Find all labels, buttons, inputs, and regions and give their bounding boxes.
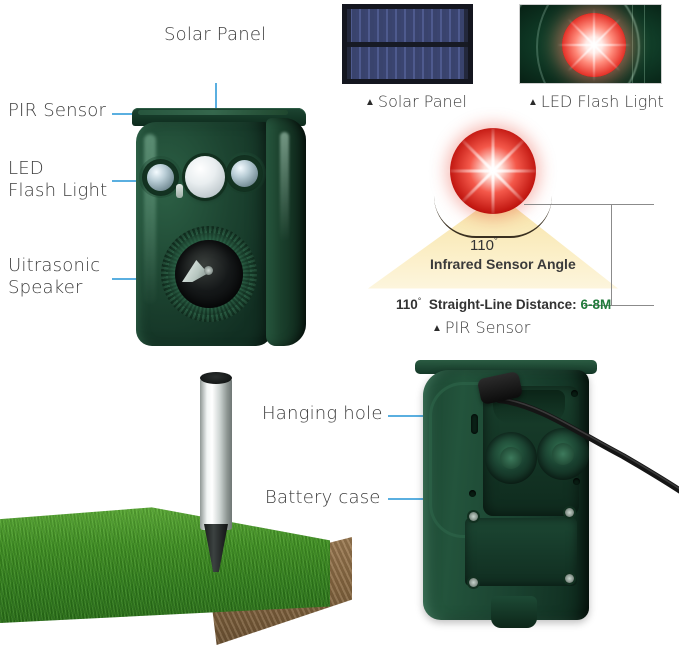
side-highlight: [280, 132, 289, 242]
bracket-top-line: [524, 204, 654, 206]
label-ultrasonic-speaker: Uitrasonic Speaker: [8, 255, 101, 298]
stake-ground-spike: [204, 524, 228, 572]
degree-symbol: °: [493, 236, 498, 247]
mount-hole-mid-left: [469, 490, 476, 497]
speaker-hub: [204, 266, 213, 275]
led-flash-right: [231, 160, 258, 187]
thumbnail-solar-panel-image: [342, 4, 473, 84]
angle-value-text: 110°: [470, 236, 498, 254]
caption-led-flash-light: ▲LED Flash Light: [528, 92, 664, 111]
caption-pir-sensor: ▲PIR Sensor: [432, 318, 530, 337]
distance-value: 6-8M: [580, 297, 612, 312]
screw-bottom-right: [565, 574, 574, 583]
led-starburst: [557, 8, 631, 82]
thumbnail-led-flash-light-image: [519, 4, 662, 84]
pir-sensor-angle-diagram: 110° Infrared Sensor Angle 110° Straight…: [366, 123, 671, 343]
mounting-stake: [196, 372, 236, 572]
triangle-marker-icon: ▲: [528, 97, 538, 108]
ultrasonic-horn-center-left: [500, 447, 522, 469]
caption-solar-panel-text: Solar Panel: [377, 92, 467, 111]
pir-sensor-dome: [185, 156, 225, 198]
triangle-marker-icon: ▲: [432, 323, 442, 334]
grass-texture: [0, 507, 330, 623]
label-solar-panel: Solar Panel: [164, 24, 267, 45]
solar-cell-busbar: [347, 42, 468, 47]
stake-tube: [200, 378, 232, 530]
screw-bottom-left: [469, 578, 478, 587]
degree-symbol: °: [417, 296, 422, 306]
infrared-sensor-angle-label: Infrared Sensor Angle: [430, 256, 576, 272]
caption-led-flash-light-text: LED Flash Light: [540, 92, 664, 111]
screw-top-right: [565, 508, 574, 517]
side-switch-tab: [176, 184, 183, 198]
mount-hole-top-right: [571, 390, 578, 397]
angle-arc: [434, 196, 552, 238]
label-pir-sensor: PIR Sensor: [8, 100, 107, 121]
label-hanging-hole: Hanging hole: [262, 403, 383, 424]
caption-solar-panel: ▲Solar Panel: [365, 92, 467, 111]
solar-panel-surface: [138, 110, 288, 115]
stake-top-cap: [200, 372, 232, 384]
screw-top-left: [469, 512, 478, 521]
straight-line-distance-row: 110° Straight-Line Distance: 6-8M: [396, 296, 611, 312]
rear-stand-foot: [491, 596, 537, 628]
hanging-hole-slot: [471, 414, 478, 434]
triangle-marker-icon: ▲: [365, 97, 375, 108]
glow-vertical-line-2: [644, 5, 645, 83]
glow-arc-2: [536, 5, 661, 83]
label-battery-case: Battery case: [265, 487, 381, 508]
mount-hole-mid-right: [573, 478, 580, 485]
bracket-bottom-line: [584, 305, 654, 307]
distance-angle-value: 110: [396, 297, 418, 312]
caption-pir-sensor-text: PIR Sensor: [444, 318, 531, 337]
bracket-vertical-line: [611, 204, 613, 306]
lawn-ground-illustration: [0, 497, 352, 652]
device-front-view: [130, 108, 308, 348]
angle-value: 110: [470, 237, 494, 254]
distance-label: Straight-Line Distance:: [428, 297, 577, 312]
battery-case-cover: [465, 518, 577, 586]
led-flash-left: [147, 164, 174, 191]
pir-bulb-starburst: [445, 123, 541, 219]
rear-left-contour: [429, 382, 484, 538]
glow-vertical-line-1: [632, 5, 633, 83]
ultrasonic-horn-center-right: [552, 443, 574, 465]
label-led-flash-light: LED Flash Light: [8, 158, 108, 201]
